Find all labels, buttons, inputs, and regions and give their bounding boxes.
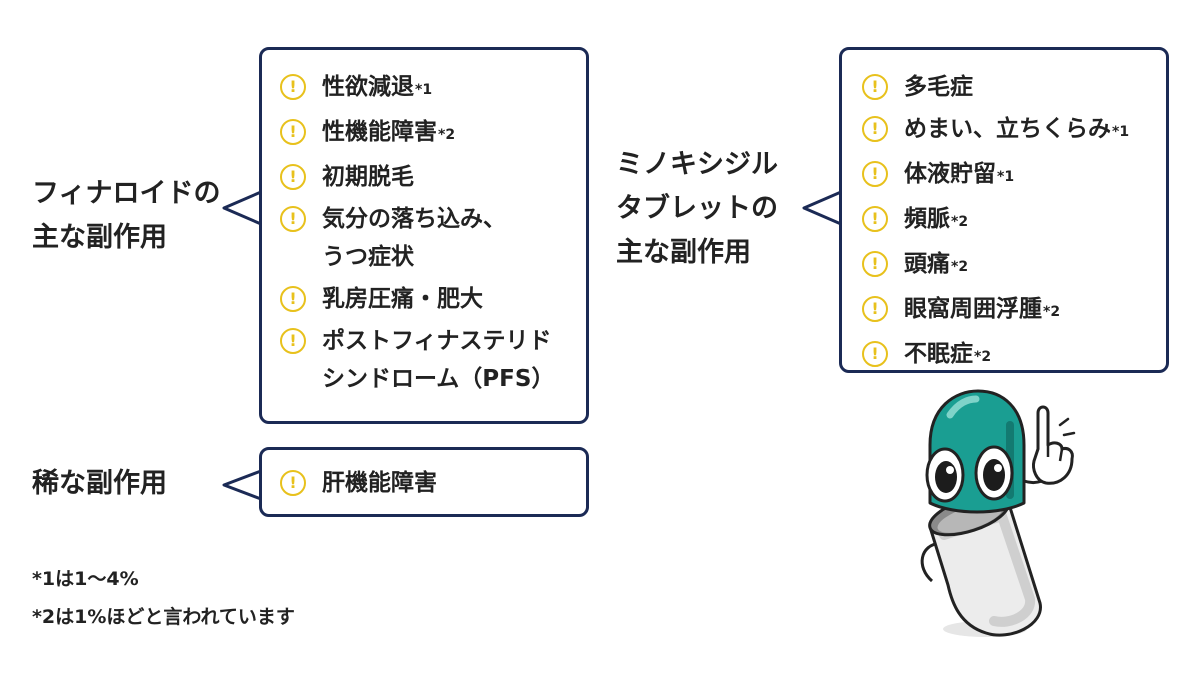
minoxidil-callout-tail	[802, 190, 842, 226]
side-effect-item: ! 頭痛*2	[862, 245, 1150, 286]
side-effect-item: ! 性機能障害*2	[280, 113, 570, 154]
exclamation-circle-icon: !	[862, 161, 888, 187]
finasteride-label-line-2: 主な副作用	[32, 222, 167, 253]
side-effect-line: 眼窩周囲浮腫*2	[904, 296, 1061, 322]
exclamation-circle-icon: !	[280, 74, 306, 100]
side-effect-line: 性欲減退*1	[322, 74, 433, 100]
footnote-marker: *1	[415, 82, 433, 98]
side-effect-item: ! 性欲減退*1	[280, 68, 570, 109]
footnote-marker: *2	[974, 349, 992, 365]
footnote-1: *1は1〜4%	[32, 568, 139, 590]
minoxidil-label: ミノキシジル タブレットの 主な副作用	[616, 143, 778, 275]
side-effect-text: 性欲減退*1	[322, 68, 432, 109]
side-effect-line: 肝機能障害	[322, 470, 437, 496]
footnote-marker: *2	[951, 214, 969, 230]
exclamation-circle-icon: !	[862, 341, 888, 367]
side-effect-text: 体液貯留*1	[904, 155, 1014, 196]
minoxidil-label-line-2: タブレットの	[616, 193, 778, 224]
side-effect-text: ポストフィナステリドシンドローム（PFS）	[322, 322, 554, 398]
side-effect-text: 乳房圧痛・肥大	[322, 280, 483, 318]
exclamation-circle-icon: !	[280, 206, 306, 232]
side-effect-line: 体液貯留*1	[904, 161, 1015, 187]
side-effect-text: 肝機能障害	[322, 464, 437, 502]
minoxidil-label-line-3: 主な副作用	[616, 237, 751, 268]
exclamation-circle-icon: !	[862, 74, 888, 100]
exclamation-circle-icon: !	[280, 286, 306, 312]
side-effect-item: ! 肝機能障害	[280, 464, 570, 502]
side-effect-item: ! めまい、立ちくらみ*1	[862, 110, 1150, 151]
rare-label: 稀な副作用	[32, 462, 167, 506]
footnote-marker: *2	[951, 259, 969, 275]
exclamation-circle-icon: !	[280, 164, 306, 190]
footnote-marker: *1	[1112, 124, 1130, 140]
side-effect-item: ! 初期脱毛	[280, 158, 570, 196]
side-effect-line: 多毛症	[904, 74, 973, 100]
side-effect-item: ! 乳房圧痛・肥大	[280, 280, 570, 318]
side-effect-line: うつ症状	[322, 244, 414, 270]
footnote-2: *2は1%ほどと言われています	[32, 606, 295, 628]
side-effect-line: 不眠症*2	[904, 341, 992, 367]
exclamation-circle-icon: !	[862, 251, 888, 277]
side-effect-text: 頭痛*2	[904, 245, 968, 286]
side-effect-text: 初期脱毛	[322, 158, 414, 196]
side-effect-item: ! 不眠症*2	[862, 335, 1150, 376]
side-effect-line: ポストフィナステリド	[322, 328, 552, 354]
finasteride-side-effects-list: ! 性欲減退*1! 性機能障害*2! 初期脱毛! 気分の落ち込み、うつ症状! 乳房圧痛・肥…	[280, 68, 570, 398]
minoxidil-label-line-1: ミノキシジル	[616, 149, 778, 180]
minoxidil-side-effects-list: ! 多毛症! めまい、立ちくらみ*1! 体液貯留*1! 頻脈*2! 頭痛*2! 眼窩周囲浮腫…	[862, 68, 1150, 376]
finasteride-side-effects-box: ! 性欲減退*1! 性機能障害*2! 初期脱毛! 気分の落ち込み、うつ症状! 乳房圧痛・肥…	[259, 47, 589, 424]
side-effect-text: 不眠症*2	[904, 335, 991, 376]
side-effect-item: ! 気分の落ち込み、うつ症状	[280, 200, 570, 276]
side-effect-text: 性機能障害*2	[322, 113, 455, 154]
side-effect-line: 気分の落ち込み、	[322, 206, 506, 232]
finasteride-label: フィナロイドの 主な副作用	[32, 172, 220, 260]
side-effect-text: 気分の落ち込み、うつ症状	[322, 200, 506, 276]
footnote-marker: *2	[438, 127, 456, 143]
side-effect-text: 眼窩周囲浮腫*2	[904, 290, 1060, 331]
side-effect-item: ! 頻脈*2	[862, 200, 1150, 241]
side-effect-text: めまい、立ちくらみ*1	[904, 110, 1129, 151]
side-effect-text: 頻脈*2	[904, 200, 968, 241]
side-effect-line: 初期脱毛	[322, 164, 414, 190]
capsule-mascot-illustration	[920, 389, 1076, 637]
side-effect-item: ! ポストフィナステリドシンドローム（PFS）	[280, 322, 570, 398]
side-effect-item: ! 体液貯留*1	[862, 155, 1150, 196]
exclamation-circle-icon: !	[862, 296, 888, 322]
side-effect-line: 頻脈*2	[904, 206, 969, 232]
exclamation-circle-icon: !	[862, 116, 888, 142]
footnotes: *1は1〜4% *2は1%ほどと言われています	[32, 560, 295, 636]
exclamation-circle-icon: !	[280, 119, 306, 145]
rare-callout-tail	[222, 469, 262, 501]
exclamation-circle-icon: !	[280, 470, 306, 496]
side-effect-item: ! 多毛症	[862, 68, 1150, 106]
side-effect-line: シンドローム（PFS）	[322, 366, 555, 392]
side-effect-item: ! 眼窩周囲浮腫*2	[862, 290, 1150, 331]
minoxidil-side-effects-box: ! 多毛症! めまい、立ちくらみ*1! 体液貯留*1! 頻脈*2! 頭痛*2! 眼窩周囲浮腫…	[839, 47, 1169, 373]
footnote-marker: *2	[1043, 304, 1061, 320]
exclamation-circle-icon: !	[862, 206, 888, 232]
side-effect-line: めまい、立ちくらみ*1	[904, 116, 1130, 142]
footnote-marker: *1	[997, 169, 1015, 185]
side-effect-text: 多毛症	[904, 68, 973, 106]
side-effect-line: 性機能障害*2	[322, 119, 456, 145]
finasteride-callout-tail	[222, 190, 262, 226]
exclamation-circle-icon: !	[280, 328, 306, 354]
rare-side-effects-box: ! 肝機能障害	[259, 447, 589, 517]
side-effect-line: 頭痛*2	[904, 251, 969, 277]
rare-side-effects-list: ! 肝機能障害	[280, 464, 570, 502]
finasteride-label-line-1: フィナロイドの	[32, 178, 221, 209]
rare-label-line-1: 稀な副作用	[32, 468, 167, 499]
side-effect-line: 乳房圧痛・肥大	[322, 286, 483, 312]
